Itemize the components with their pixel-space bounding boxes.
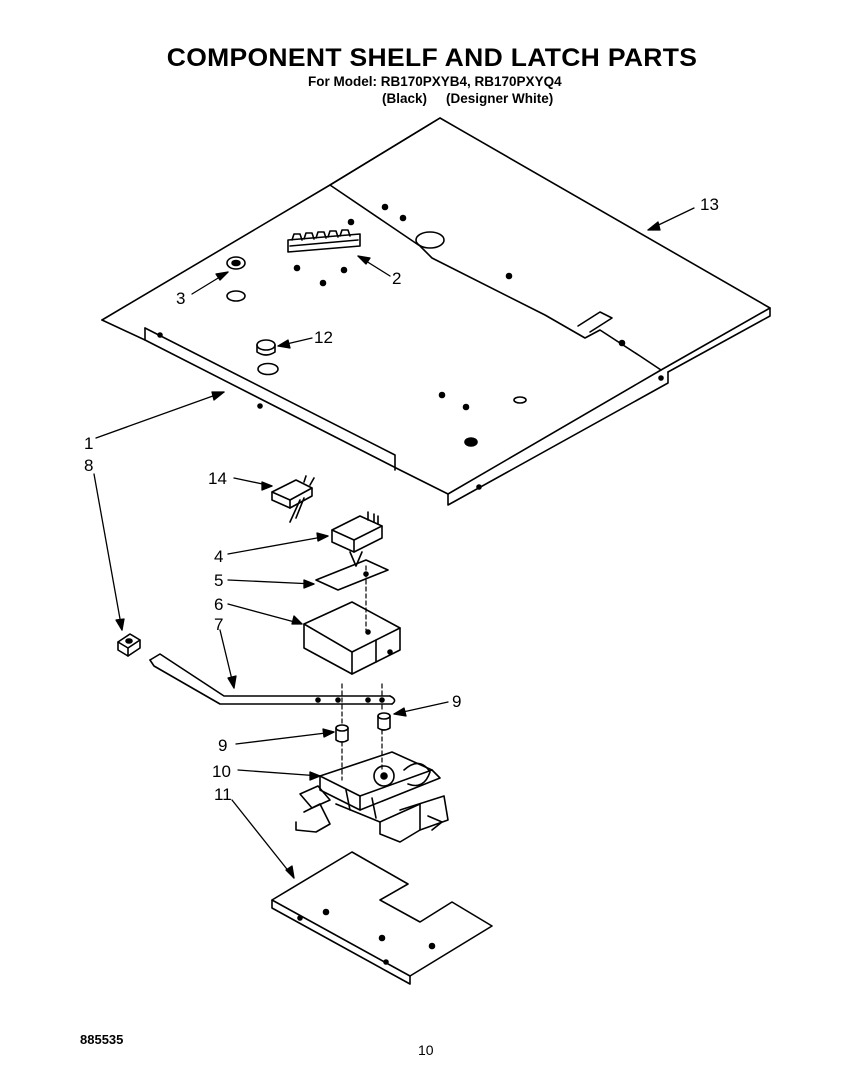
color-black-label: (Black) bbox=[382, 91, 428, 106]
spacer-right bbox=[377, 712, 391, 731]
model-line: For Model: RB170PXYB4, RB170PXYQ4 bbox=[308, 74, 562, 89]
color-white-label: (Designer White) bbox=[446, 91, 554, 106]
callout-9-right: 9 bbox=[452, 692, 461, 711]
callout-1: 1 bbox=[84, 434, 93, 453]
spacer-left bbox=[335, 724, 349, 743]
callout-numbers: 13 2 3 12 1 8 14 4 5 6 7 9 9 10 11 bbox=[84, 195, 719, 804]
grommet bbox=[226, 256, 246, 270]
insulator bbox=[315, 559, 389, 591]
callout-12: 12 bbox=[314, 328, 333, 347]
callout-3: 3 bbox=[176, 289, 185, 308]
latch-link-rod bbox=[149, 653, 396, 705]
callout-2: 2 bbox=[392, 269, 401, 288]
bottom-cover-plate bbox=[271, 851, 493, 985]
callout-8: 8 bbox=[84, 456, 93, 475]
leader-lines bbox=[93, 207, 695, 879]
callout-6: 6 bbox=[214, 595, 223, 614]
callout-11: 11 bbox=[214, 785, 232, 804]
latch-assembly bbox=[295, 751, 449, 843]
switch-bracket bbox=[303, 601, 401, 675]
door-switch-small bbox=[271, 475, 315, 523]
page-number: 10 bbox=[418, 1042, 434, 1058]
terminal-block bbox=[287, 229, 361, 253]
plug bbox=[256, 339, 276, 356]
latch-switch bbox=[331, 511, 383, 567]
callout-7: 7 bbox=[214, 615, 223, 634]
page-title: COMPONENT SHELF AND LATCH PARTS bbox=[166, 44, 698, 72]
document-number: 885535 bbox=[80, 1032, 124, 1047]
callout-10: 10 bbox=[212, 762, 231, 781]
component-shelf bbox=[101, 117, 771, 506]
callout-14: 14 bbox=[208, 469, 227, 488]
callout-9-left: 9 bbox=[218, 736, 227, 755]
callout-4: 4 bbox=[214, 547, 223, 566]
callout-5: 5 bbox=[214, 571, 223, 590]
callout-13: 13 bbox=[700, 195, 719, 214]
bumper bbox=[117, 633, 141, 657]
alignment-lines bbox=[341, 565, 383, 781]
